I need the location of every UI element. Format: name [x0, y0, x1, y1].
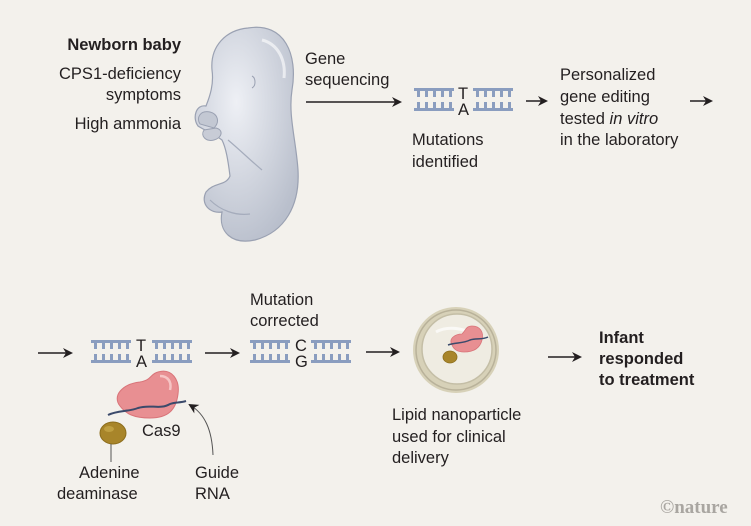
mutations-identified-1: Mutations: [412, 131, 484, 149]
personalized-editing-2: gene editing: [560, 88, 650, 106]
nanoparticle-caption-1: Lipid nanoparticle: [392, 406, 522, 424]
infant-responded-2: responded: [599, 350, 684, 368]
base-editor-complex: [99, 370, 214, 462]
edit-base-bottom: A: [136, 353, 148, 371]
mutations-identified-2: identified: [412, 153, 479, 171]
adenine-deaminase-label-1: Adenine: [79, 464, 140, 482]
edit-base-top: T: [136, 337, 147, 355]
gene-sequencing-label-1: Gene: [305, 50, 346, 68]
baby-illustration: [194, 26, 299, 242]
mutation-corrected-1: Mutation: [250, 291, 314, 309]
corrected-base-bottom: G: [295, 353, 308, 371]
base-bottom-mutant: A: [458, 101, 470, 119]
guide-rna-pointer: [188, 403, 214, 456]
nanoparticle-caption-3: delivery: [392, 449, 449, 467]
nature-credit: ©nature: [660, 497, 728, 518]
base-top-mutant: T: [458, 85, 469, 103]
personalized-editing-3: tested in vitro: [560, 109, 658, 130]
guide-rna-label-1: Guide: [195, 464, 240, 482]
guide-rna-strand: [107, 400, 187, 416]
newborn-baby-title: Newborn baby: [67, 36, 181, 54]
mutation-corrected-2: corrected: [250, 312, 319, 330]
symptom-high-ammonia: High ammonia: [74, 115, 181, 133]
infant-responded-1: Infant: [599, 329, 644, 347]
infant-responded-3: to treatment: [599, 371, 695, 389]
nanoparticle-caption-2: used for clinical: [392, 428, 506, 446]
lipid-nanoparticle: [413, 307, 499, 393]
cas9-label: Cas9: [142, 422, 181, 440]
gene-sequencing-label-2: sequencing: [305, 71, 390, 89]
corrected-base-top: C: [295, 337, 307, 355]
personalized-editing-4: in the laboratory: [560, 131, 679, 149]
adenine-deaminase-label-2: deaminase: [57, 485, 138, 503]
in-vitro-label: in vitro: [609, 110, 659, 128]
tested-label: tested: [560, 110, 610, 128]
symptom-cps1-symptoms: symptoms: [105, 86, 181, 104]
guide-rna-label-2: RNA: [195, 485, 230, 503]
symptom-cps1-deficiency: CPS1-deficiency: [59, 65, 181, 83]
personalized-editing-1: Personalized: [560, 66, 656, 84]
adenine-deaminase: [99, 421, 127, 445]
